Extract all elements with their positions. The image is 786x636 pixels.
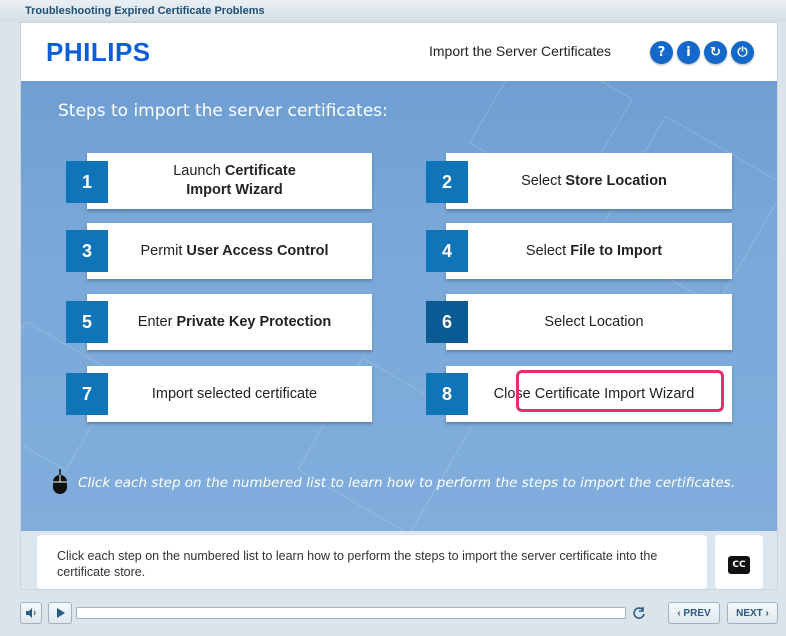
header: PHILIPS Import the Server Certificates ?… <box>21 23 777 81</box>
philips-logo: PHILIPS <box>46 37 151 67</box>
refresh-icon <box>633 607 645 619</box>
step-label: Import selected certificate <box>151 385 318 402</box>
prev-button[interactable]: ‹ PREV <box>668 602 720 624</box>
step-1-button[interactable]: Launch Certificate Import Wizard <box>87 153 372 209</box>
mouse-icon <box>53 469 67 494</box>
info-icon[interactable]: i <box>677 41 700 64</box>
step-label: Close Certificate Import Wizard <box>493 385 695 402</box>
progress-bar[interactable] <box>76 607 626 619</box>
step-7-number[interactable]: 7 <box>66 373 108 415</box>
step-2-number[interactable]: 2 <box>426 161 468 203</box>
step-label: Select Store Location <box>521 172 667 189</box>
step-highlight-box <box>516 370 724 412</box>
speaker-icon <box>26 608 36 618</box>
replay-icon[interactable]: ↻ <box>704 41 727 64</box>
step-6-number[interactable]: 6 <box>426 301 468 343</box>
replay-scrubber-button[interactable] <box>628 602 650 624</box>
closed-caption-button[interactable]: CC <box>728 556 750 574</box>
play-button[interactable] <box>48 602 72 624</box>
help-icon[interactable]: ? <box>650 41 673 64</box>
step-label: Select Location <box>544 313 644 330</box>
caption-text: Click each step on the numbered list to … <box>37 535 707 589</box>
power-icon[interactable]: ⏻ <box>731 41 754 64</box>
page-title: Import the Server Certificates <box>429 43 612 59</box>
step-8-button[interactable]: Close Certificate Import Wizard <box>446 366 732 422</box>
step-label: Select File to Import <box>525 242 663 259</box>
step-4-button[interactable]: Select File to Import <box>446 223 732 279</box>
step-6-button[interactable]: Select Location <box>446 294 732 350</box>
step-1-number[interactable]: 1 <box>66 161 108 203</box>
play-icon <box>56 608 65 618</box>
step-3-button[interactable]: Permit User Access Control <box>87 223 372 279</box>
caption-area: Click each step on the numbered list to … <box>21 531 777 589</box>
content-stage: Steps to import the server certificates:… <box>21 81 777 531</box>
player-controls: ‹ PREV NEXT › <box>20 602 778 626</box>
step-label: Enter Private Key Protection <box>137 313 332 330</box>
window-title: Troubleshooting Expired Certificate Prob… <box>0 0 786 22</box>
next-button[interactable]: NEXT › <box>727 602 778 624</box>
cc-panel: CC <box>715 535 763 589</box>
step-label: Launch Certificate Import Wizard <box>173 163 296 198</box>
step-2-button[interactable]: Select Store Location <box>446 153 732 209</box>
step-8-number[interactable]: 8 <box>426 373 468 415</box>
step-5-number[interactable]: 5 <box>66 301 108 343</box>
steps-heading: Steps to import the server certificates: <box>58 101 388 121</box>
step-label: Permit User Access Control <box>140 242 329 259</box>
step-4-number[interactable]: 4 <box>426 230 468 272</box>
step-3-number[interactable]: 3 <box>66 230 108 272</box>
instruction-text: Click each step on the numbered list to … <box>78 475 736 491</box>
step-5-button[interactable]: Enter Private Key Protection <box>87 294 372 350</box>
step-7-button[interactable]: Import selected certificate <box>87 366 372 422</box>
course-frame: PHILIPS Import the Server Certificates ?… <box>20 22 778 590</box>
volume-button[interactable] <box>20 602 42 624</box>
